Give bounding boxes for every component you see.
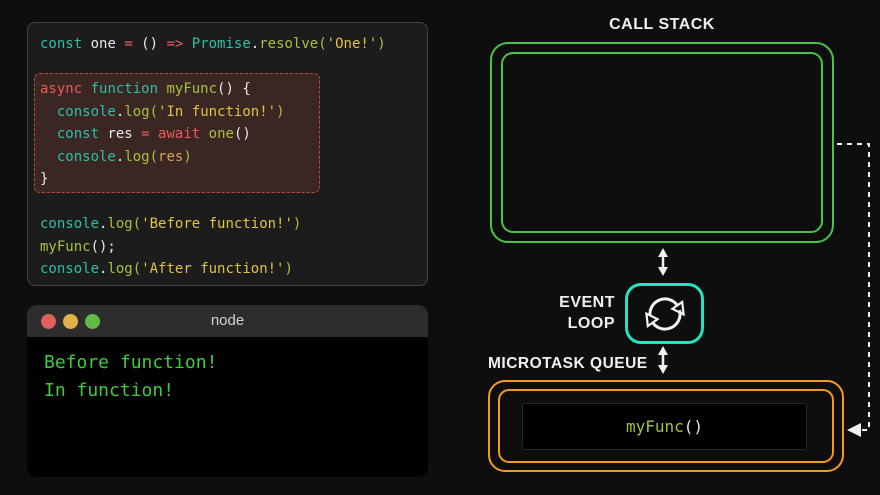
call-stack-box <box>490 42 834 243</box>
terminal-output: Before function!In function! <box>27 337 428 477</box>
event-loop-microtask-arrow <box>658 346 668 374</box>
call-stack-box-inner <box>501 52 823 233</box>
terminal-window: node Before function!In function! <box>27 305 428 477</box>
event-loop-box <box>625 283 704 344</box>
code-lines: const one = () => Promise.resolve('One!'… <box>40 36 386 277</box>
call-stack-event-loop-arrow <box>658 248 668 276</box>
queue-item-myfunc: myFunc() <box>522 403 807 450</box>
close-button[interactable] <box>41 313 56 329</box>
code-editor-panel: const one = () => Promise.resolve('One!'… <box>27 22 428 286</box>
terminal-titlebar: node <box>27 305 428 337</box>
terminal-title: node <box>210 312 245 329</box>
call-stack-label: CALL STACK <box>609 16 715 33</box>
microtask-queue-box-inner <box>498 389 834 463</box>
async-function-highlight <box>34 73 320 193</box>
microtask-queue-label: MICROTASK QUEUE <box>488 355 648 372</box>
minimize-button[interactable] <box>63 313 78 329</box>
event-loop-label: EVENT LOOP <box>559 294 615 332</box>
zoom-button[interactable] <box>85 313 100 329</box>
refresh-loop-icon <box>644 296 685 331</box>
